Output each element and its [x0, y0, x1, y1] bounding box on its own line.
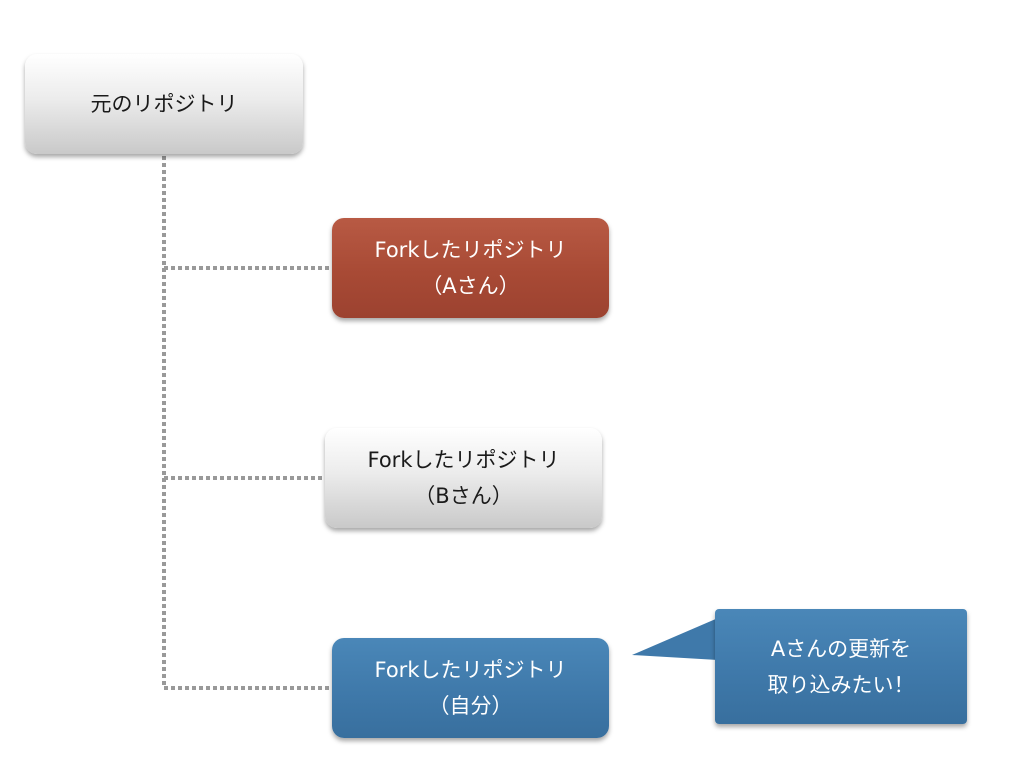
callout-line1: Aさんの更新を	[770, 636, 912, 661]
speech-callout: Aさんの更新を 取り込みたい！	[715, 609, 967, 724]
fork-b-label-line1: Forkしたリポジトリ	[367, 448, 560, 472]
fork-b-node: Forkしたリポジトリ （Bさん）	[325, 428, 602, 528]
fork-self-node: Forkしたリポジトリ （自分）	[332, 638, 609, 738]
fork-self-label-line2: （自分）	[428, 694, 513, 718]
fork-self-label-line1: Forkしたリポジトリ	[374, 658, 567, 682]
callout-line2: 取り込みたい！	[767, 672, 915, 697]
fork-a-node: Forkしたリポジトリ （Aさん）	[332, 218, 609, 318]
original-repository-node: 元のリポジトリ	[25, 54, 303, 154]
fork-b-label-line2: （Bさん）	[414, 484, 513, 508]
fork-a-label-line1: Forkしたリポジトリ	[374, 238, 567, 262]
original-repository-label: 元のリポジトリ	[90, 92, 238, 116]
fork-a-label-line2: （Aさん）	[421, 274, 520, 298]
